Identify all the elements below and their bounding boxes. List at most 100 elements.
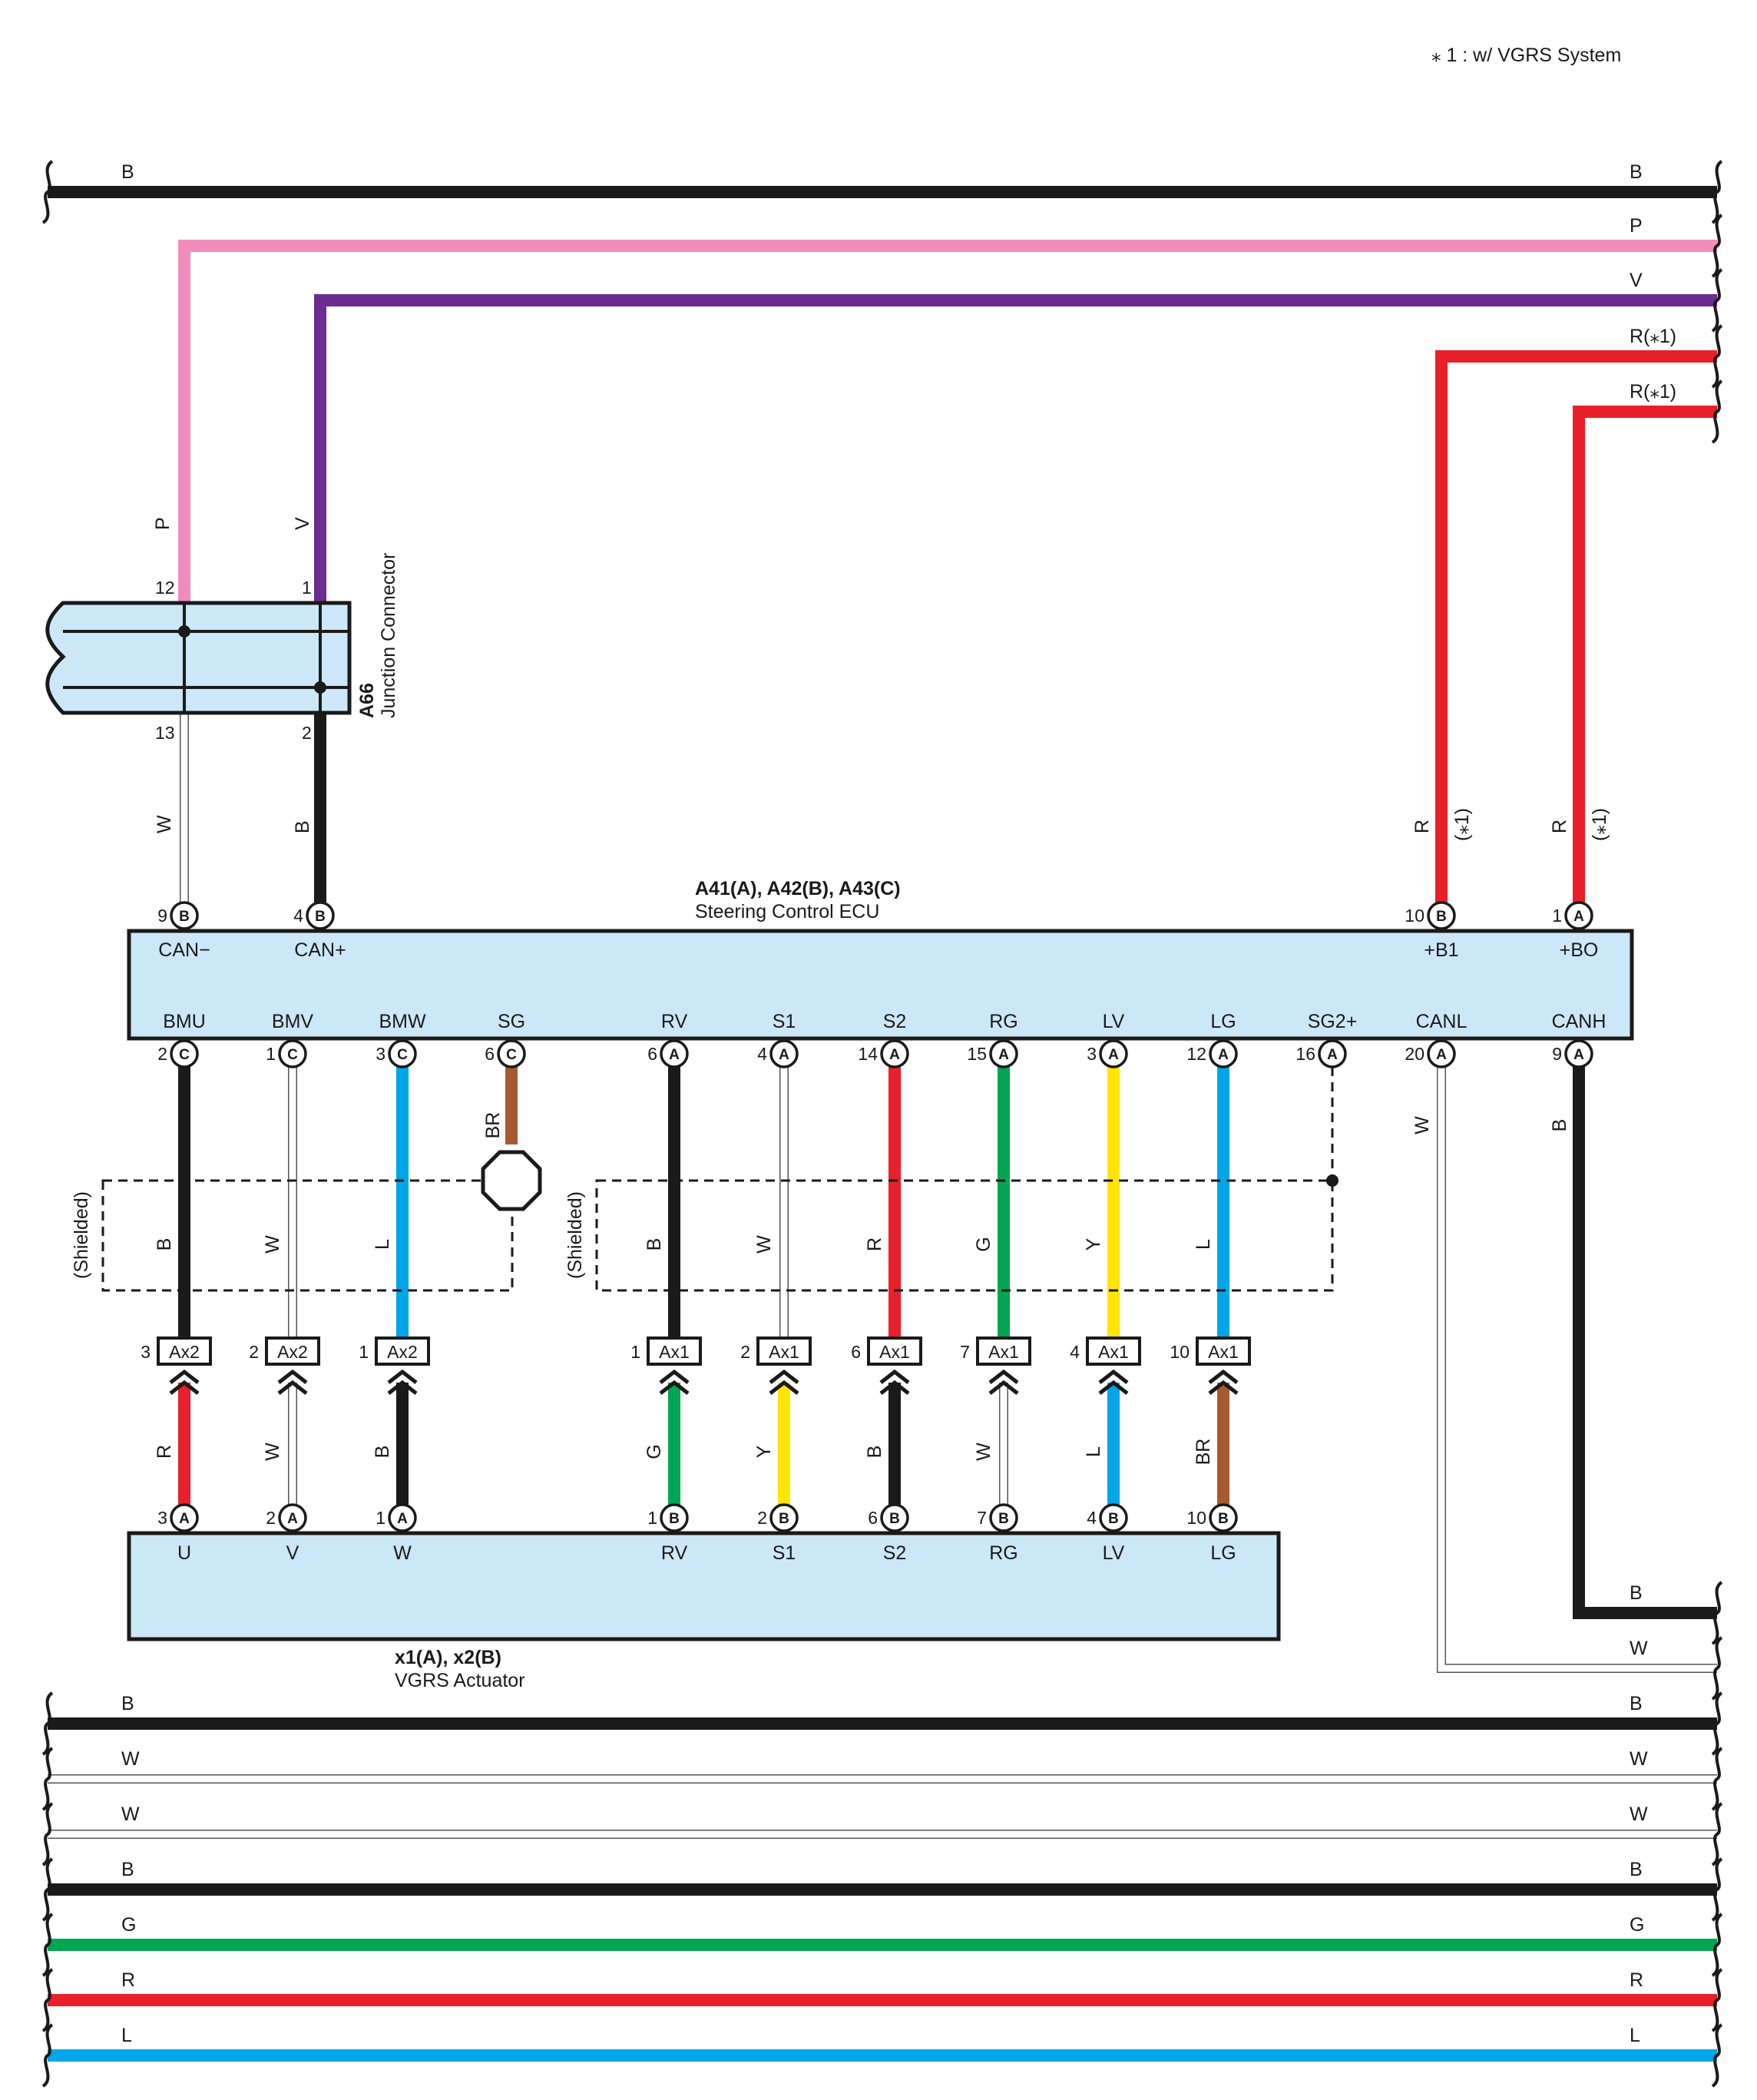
inline-connector-code: Ax1 — [988, 1342, 1019, 1362]
inline-connector-code: Ax2 — [169, 1342, 200, 1362]
ecu-bottom-pin-letter: A — [1436, 1047, 1447, 1063]
ecu-terminal-label: +B1 — [1424, 939, 1458, 961]
connector-chevron — [769, 1369, 799, 1384]
wire-color-label: L — [1083, 1446, 1104, 1457]
actuator-pin-letter: A — [179, 1511, 190, 1527]
ecu-bottom-pin-letter: A — [889, 1047, 900, 1063]
shield-box-sensor — [595, 1179, 1334, 1292]
inline-connector — [1196, 1337, 1251, 1366]
pin-number: 10 — [1186, 1508, 1206, 1528]
vgrs-note: ⁎ 1 : w/ VGRS System — [1431, 45, 1621, 66]
wire-color-label: R — [154, 1445, 175, 1459]
inline-connector — [1086, 1337, 1141, 1366]
ecu-bottom-pin — [1564, 1039, 1593, 1068]
wire-color-label: BR — [482, 1112, 504, 1139]
bottom-bus-right-label: B — [1630, 1859, 1643, 1880]
wire-color-label: W — [1411, 1116, 1433, 1134]
top-bus-right-label: P — [1630, 215, 1643, 237]
ecu-bottom-pin-letter: C — [179, 1047, 190, 1063]
pin-number: 4 — [293, 906, 303, 926]
wire-color-label: R — [864, 1237, 885, 1251]
bottom-bus-left-label: B — [121, 1859, 134, 1880]
ecu-bottom-pin — [1427, 1039, 1456, 1068]
connector-chevron — [387, 1369, 418, 1384]
ecu-top-pin-letter: A — [1573, 909, 1584, 925]
ecu-bottom-pin — [660, 1039, 689, 1068]
actuator-pin — [660, 1503, 689, 1532]
actuator-title: x1(A), x2(B) — [395, 1647, 501, 1668]
ecu-terminal-label: LV — [1103, 1011, 1125, 1032]
vgrs-actuator — [127, 1531, 1281, 1641]
ecu-terminal-label: BMU — [163, 1011, 206, 1032]
ecu-top-pin — [170, 901, 199, 930]
wire-color-label: BR — [1193, 1439, 1214, 1466]
actuator-pin — [388, 1503, 417, 1532]
junction-splice-dot — [178, 625, 190, 638]
ecu-bottom-pin-letter: A — [998, 1047, 1009, 1063]
bus-cut-mark — [1711, 1747, 1723, 1811]
connector-chevron — [169, 1369, 200, 1384]
connector-chevron — [988, 1380, 1019, 1395]
top-bus-r2-wire — [1573, 406, 1717, 916]
connector-chevron — [387, 1380, 418, 1395]
ecu-bottom-pin-letter: A — [779, 1047, 789, 1063]
ecu-bottom-pin — [278, 1039, 307, 1068]
ecu-terminal-label: CANH — [1552, 1011, 1606, 1032]
bus-cut-mark — [1711, 1581, 1723, 1645]
shield-label: (Shielded) — [564, 1191, 586, 1279]
canl-wire-core — [1438, 1054, 1717, 1672]
wire-color-label: W — [973, 1443, 994, 1461]
ecu-bottom-pin-letter: A — [669, 1047, 680, 1063]
bus-cut-mark — [41, 1747, 54, 1811]
ecu-bottom-pin — [388, 1039, 417, 1068]
bottom-bus-right-label: G — [1630, 1914, 1644, 1936]
bus-cut-mark — [41, 1913, 54, 1977]
ecu-top-pin — [306, 901, 335, 930]
pin-number: 2 — [249, 1342, 259, 1362]
inline-connector — [647, 1337, 702, 1366]
bottom-bus-right-label: R — [1630, 1969, 1643, 1991]
actuator-pin-letter: B — [998, 1511, 1009, 1527]
ecu-bottom-pin-letter: A — [1108, 1047, 1119, 1063]
wire-color-label: G — [644, 1444, 665, 1459]
pin-number: 6 — [485, 1044, 495, 1064]
pin-number: 4 — [757, 1044, 767, 1064]
bus-cut-mark — [41, 1857, 54, 1922]
inline-connector — [867, 1337, 922, 1366]
pin-number: 3 — [376, 1044, 385, 1064]
actuator-pin-letter: B — [889, 1511, 900, 1527]
connector-chevron — [659, 1369, 690, 1384]
pin-number: 7 — [960, 1342, 970, 1362]
top-bus-right-label: R(⁎1) — [1630, 326, 1676, 347]
inline-connector — [976, 1337, 1031, 1366]
ecu-terminal-label: LG — [1210, 1011, 1236, 1032]
inline-connector-code: Ax1 — [879, 1342, 910, 1362]
ecu-bottom-pin — [497, 1039, 526, 1068]
junction-pin-number: 1 — [302, 578, 312, 598]
pin-number: 9 — [157, 906, 167, 926]
wire-color-label: B — [644, 1238, 665, 1251]
bus-cut-mark — [1711, 214, 1723, 278]
connector-chevron — [1208, 1369, 1239, 1384]
inline-connector — [265, 1337, 320, 1366]
bus-cut-mark — [1711, 160, 1723, 224]
pin-number: 3 — [157, 1508, 167, 1528]
inline-connector — [157, 1337, 212, 1366]
junction-code: A66 — [356, 683, 378, 718]
actuator-pin — [769, 1503, 799, 1532]
sg2-splice-dot — [1326, 1174, 1338, 1187]
canh-wire — [1573, 1054, 1717, 1619]
bus-cut-mark — [41, 1691, 54, 1756]
inline-connector — [375, 1337, 430, 1366]
ecu-top-pin — [1564, 901, 1593, 930]
pin-number: 10 — [1405, 906, 1424, 926]
bus-cut-mark — [41, 1968, 54, 2032]
bus-cut-mark — [1711, 324, 1723, 389]
actuator-terminal-label: RG — [989, 1542, 1018, 1564]
pin-number: 3 — [1087, 1044, 1097, 1064]
ecu-top-pin-letter: B — [1436, 909, 1447, 925]
wire-color-label: L — [1193, 1239, 1214, 1250]
junction-pin-number: 12 — [155, 578, 175, 598]
actuator-pin — [278, 1503, 307, 1532]
actuator-pin-letter: B — [1108, 1511, 1119, 1527]
